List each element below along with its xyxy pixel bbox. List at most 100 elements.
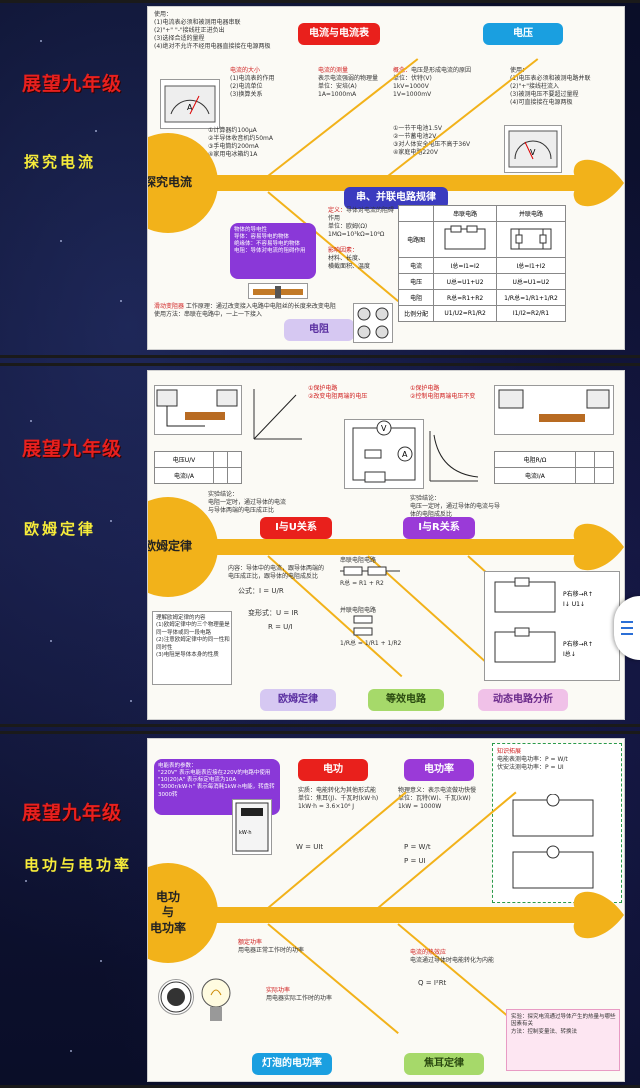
table-cell: U1/U2=R1/R2 <box>433 305 497 322</box>
note-line: 实际功率 <box>266 987 291 994</box>
topic-title: 探究电流 <box>24 153 97 171</box>
pink-note-box: 实验：探究电流通过导体产生的热量与哪些因素有关方法：控制变量法、转换法 <box>506 1009 620 1071</box>
label-i-u: I与U关系 <box>260 517 332 539</box>
formula-work: W = UIt <box>296 843 324 851</box>
table-cell: U总=U1=U2 <box>495 273 567 290</box>
table-cell: I总=I1+I2 <box>495 257 567 274</box>
notes-factors: 影响因素：材料、长度、横截面积、温度 <box>328 247 371 271</box>
table-cell: U总=U1+U2 <box>433 273 497 290</box>
ammeter-image: A <box>160 79 220 129</box>
chart-ir <box>424 427 484 490</box>
notes-work: 实质：电能转化为其他形式能单位：焦耳(J)、千瓦时(kW·h)1kW·h = 3… <box>298 787 379 811</box>
panel-current: 展望九年级 探究电流 <box>0 0 640 358</box>
label-series-parallel: 串、并联电路规律 <box>344 187 448 209</box>
fishbone-spine <box>148 907 588 923</box>
table-cell: 电路图 <box>397 221 435 258</box>
row-label: 电流I/A <box>153 467 215 484</box>
understanding-text: 理解欧姆定律的内容(1)欧姆定律中的三个物理量是同一导体或同一段电路(2)注意欧… <box>156 615 230 659</box>
notes-actual-power: 实际功率用电器实际工作时的功率 <box>266 987 333 1003</box>
table-cell: 比例分配 <box>397 305 435 322</box>
grade-title: 展望九年级 <box>22 73 123 95</box>
label-electric-power: 电功率 <box>404 759 474 781</box>
star <box>30 420 32 422</box>
experiment-circuit-image-2 <box>494 385 614 435</box>
svg-text:V: V <box>381 424 387 433</box>
bone <box>397 923 514 1022</box>
note-line: ②改变电阻两端的电压 <box>308 393 368 401</box>
star <box>130 700 132 702</box>
note-line: ②控制电阻两端电压不变 <box>410 393 476 401</box>
notes-measure: 电流的测量表示电流强弱的物理量单位：安培(A)1A=1000mA <box>318 67 379 99</box>
star <box>50 640 52 642</box>
label-equivalent-circuit: 等效电路 <box>368 689 444 711</box>
formula-variant-1: 变形式：U = IR <box>248 609 299 617</box>
rheostat-image <box>248 283 308 299</box>
menu-icon-bar <box>621 621 633 623</box>
label-bulb-power: 灯泡的电功率 <box>252 1053 332 1075</box>
mindmap-sheet-1: 使用：(1)电流表必须和被测用电器串联(2)"+" "-"接线柱正进负出(3)选… <box>147 6 625 350</box>
ir-data-table: 电阻R/Ω 电流I/A <box>494 451 615 484</box>
formula-joule: Q = I²Rt <box>418 979 447 987</box>
center-topic: 欧姆定律 <box>147 539 192 554</box>
label-joule-law: 焦耳定律 <box>404 1053 484 1075</box>
row-label: 电压U/V <box>153 451 215 468</box>
star <box>60 240 62 242</box>
label-i-r: I与R关系 <box>403 517 475 539</box>
notes-common-voltage: ①一节干电池1.5V②一节蓄电池2V③对人体安全电压不高于36V④家庭电路220… <box>393 125 471 156</box>
star <box>120 300 122 302</box>
resistance-box-image <box>353 303 393 343</box>
svg-text:A: A <box>187 103 193 112</box>
notes-voltmeter-usage: 使用：(1)电压表必须和被测电路并联(2)"+"接线柱流入(3)被测电压不要超过… <box>510 67 591 107</box>
voltmeter-image: V <box>504 125 562 173</box>
star <box>100 960 102 962</box>
fishbone-spine <box>148 539 588 555</box>
svg-text:I总↓: I总↓ <box>563 650 576 658</box>
pink-note-text: 实验：探究电流通过导体产生的热量与哪些因素有关方法：控制变量法、转换法 <box>511 1014 616 1035</box>
notes-conclusion-1: 实验结论：电阻一定时，通过导体的电流与导体两端的电压成正比 <box>208 491 287 515</box>
note-line: 电流的热效应 <box>410 949 447 956</box>
menu-icon-bar <box>621 633 633 635</box>
table-cell: 1/R总=1/R1+1/R2 <box>495 289 567 306</box>
star <box>70 1050 72 1052</box>
panel-electric-power: 展望九年级 电功与电功率 <box>0 731 640 1088</box>
table-cell: 电流 <box>397 257 435 274</box>
understanding-note: 理解欧姆定律的内容(1)欧姆定律中的三个物理量是同一导体或同一段电路(2)注意欧… <box>152 611 232 685</box>
fishbone-spine <box>148 175 588 191</box>
notes-resistance: 定义：导体对电流的阻碍作用单位：欧姆(Ω)1MΩ=10³kΩ=10⁶Ω <box>328 207 395 239</box>
label-ohms-law: 欧姆定律 <box>260 689 336 711</box>
star <box>110 520 112 522</box>
notes-rheostat: 滑动变阻器 工作原理：通过改变接入电路中电阻丝的长度来改变电阻使用方法：串联在电… <box>154 303 336 319</box>
table-cell: R总=R1+R2 <box>433 289 497 306</box>
electric-meter-image: kW·h <box>232 799 272 855</box>
star <box>25 880 27 882</box>
notes-joule: 电流的热效应电流通过导体时电能转化为内能 <box>410 949 495 965</box>
notes-ohm-content: 内容：导体中的电流，跟导体两端的电压成正比，跟导体的电阻成反比 <box>228 565 325 581</box>
light-bulb-image <box>198 973 234 1029</box>
menu-toggle-button[interactable] <box>614 596 640 660</box>
table-cell: 电压 <box>397 273 435 290</box>
iu-data-table: 电压U/V 电流I/A <box>153 451 242 484</box>
row-label: 电流I/A <box>494 467 576 484</box>
formula-power-1: P = W/t <box>404 843 431 851</box>
note-line: ①保护电路 <box>308 385 338 392</box>
topic-title: 电功与电功率 <box>24 856 133 874</box>
table-cell: I总=I1=I2 <box>433 257 497 274</box>
formula-main: 公式：I = U/R <box>238 587 284 595</box>
star <box>40 40 42 42</box>
formula-power-2: P = UI <box>404 857 426 865</box>
label-voltage: 电压 <box>483 23 563 45</box>
formula-variant-2: R = U/I <box>268 623 293 631</box>
table-cell: I1/I2=R2/R1 <box>495 305 567 322</box>
grade-title: 展望九年级 <box>22 802 123 824</box>
notes-power: 物理意义：表示电流做功快慢单位：瓦特(W)、千瓦(kW)1kW = 1000W <box>398 787 477 811</box>
note-line: ①保护电路 <box>410 385 440 392</box>
fish-tail-heart <box>573 159 624 207</box>
notes-block: 使用：(1)电流表必须和被测用电器串联(2)"+" "-"接线柱正进负出(3)选… <box>154 11 271 51</box>
svg-text:kW·h: kW·h <box>239 830 252 836</box>
chart-iu <box>248 385 308 448</box>
